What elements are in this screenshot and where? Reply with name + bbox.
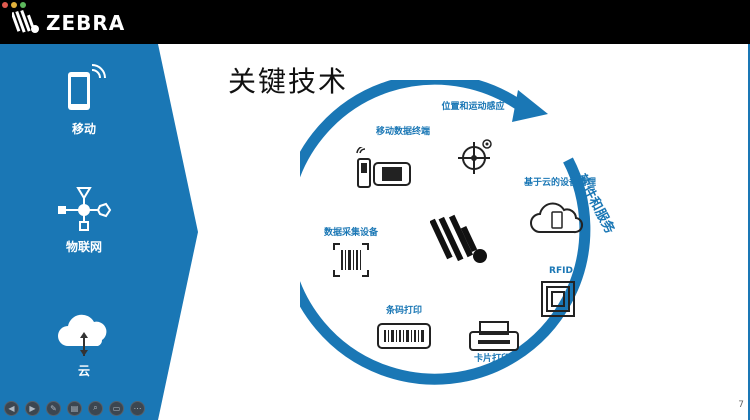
prev-icon[interactable]: ◀: [4, 400, 19, 416]
smartphone-wifi-icon: [68, 64, 106, 110]
location-target-icon: [458, 139, 492, 174]
sidebar-item-mobile: 移动: [24, 64, 144, 137]
window-controls: [2, 2, 26, 8]
presentation-controls: ◀ ▶ ✎ ▤ ⌕ ▭ ⋯: [0, 396, 164, 420]
cloud-device-icon: [530, 202, 584, 234]
barcode-printer-icon: [377, 323, 431, 349]
cloud-transfer-icon: [58, 314, 107, 356]
barcode-scanner-icon: [333, 243, 369, 277]
item-label-mobile-computer: 移动数据终端: [375, 127, 430, 137]
zoom-icon[interactable]: ⌕: [88, 400, 103, 416]
page-number: 7: [738, 400, 744, 410]
item-label-cloud-device-mgmt: 基于云的设备管理: [523, 178, 596, 188]
iot-network-icon: [58, 187, 112, 231]
item-label-rfid: RFID: [549, 266, 573, 276]
right-edge-strip: [748, 44, 750, 420]
rfid-tag-icon: [541, 281, 575, 317]
layout-icon[interactable]: ▤: [67, 400, 82, 416]
zoom-dot[interactable]: [20, 2, 26, 8]
play-icon[interactable]: ▶: [25, 400, 40, 416]
header-bar: ZEBRA: [0, 0, 750, 44]
item-label-barcode-printing: 条码打印: [385, 306, 422, 316]
sidebar-item-label: 移动: [71, 122, 96, 136]
minimize-dot[interactable]: [11, 2, 17, 8]
subtitle-icon[interactable]: ▭: [109, 400, 124, 416]
slide-title: 关键技术: [228, 65, 349, 98]
more-icon[interactable]: ⋯: [130, 400, 145, 416]
pen-icon[interactable]: ✎: [46, 400, 61, 416]
mobile-computer-icon: [356, 147, 411, 188]
item-label-location-motion: 位置和运动感应: [441, 102, 505, 112]
sidebar-item-cloud: 云: [24, 310, 144, 379]
sidebar-item-iot: 物联网: [24, 186, 144, 255]
sidebar-panel: [0, 44, 198, 420]
item-label-data-capture: 数据采集设备: [323, 228, 378, 238]
sidebar-item-label: 云: [77, 364, 90, 378]
brand-name: ZEBRA: [46, 11, 126, 35]
item-label-card-printing: 卡片打印: [473, 354, 510, 364]
zebra-logo-icon: [430, 214, 487, 263]
zebra-head-icon: [12, 9, 39, 33]
card-printer-icon: [469, 321, 519, 351]
sidebar-item-label: 物联网: [65, 240, 102, 254]
close-dot[interactable]: [2, 2, 8, 8]
